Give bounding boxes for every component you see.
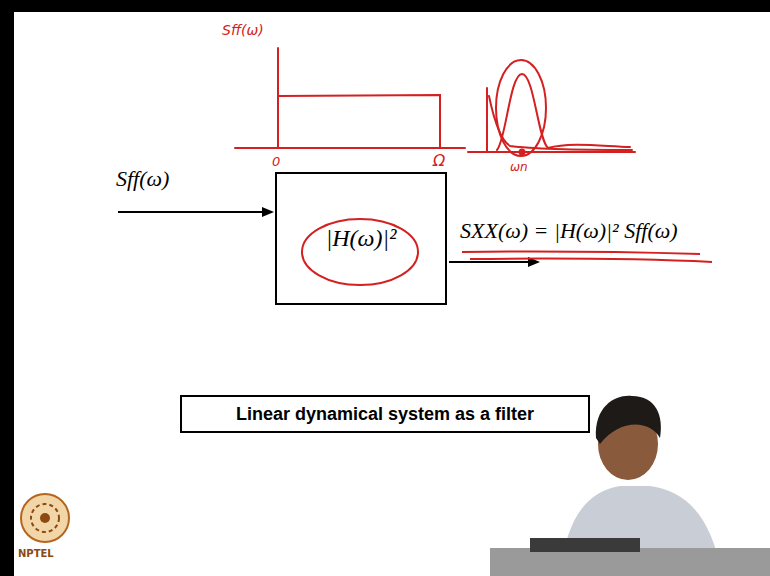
axis-label: Sff(ω) bbox=[222, 22, 264, 38]
red-highlight-ring bbox=[302, 219, 418, 285]
logo-text: NPTEL bbox=[18, 548, 54, 559]
axis-tick: Ω bbox=[433, 151, 445, 170]
frequency-mark: ωn bbox=[510, 160, 528, 174]
output-equation: SXX(ω) = |H(ω)|² Sff(ω) bbox=[460, 218, 678, 244]
caption-box: Linear dynamical system as a filter bbox=[180, 395, 590, 433]
input-signal-label: Sff(ω) bbox=[116, 166, 169, 192]
box-text: |H(ω)|² bbox=[326, 225, 397, 252]
axis-tick: 0 bbox=[272, 154, 280, 169]
box-text: Linear dynamical system as a filter bbox=[236, 404, 534, 425]
transfer-function-box: |H(ω)|² bbox=[275, 172, 447, 305]
red-underline bbox=[462, 252, 712, 262]
flat-spectrum-sketch bbox=[235, 48, 465, 148]
response-sketch bbox=[468, 60, 635, 156]
nptel-logo bbox=[21, 494, 69, 542]
